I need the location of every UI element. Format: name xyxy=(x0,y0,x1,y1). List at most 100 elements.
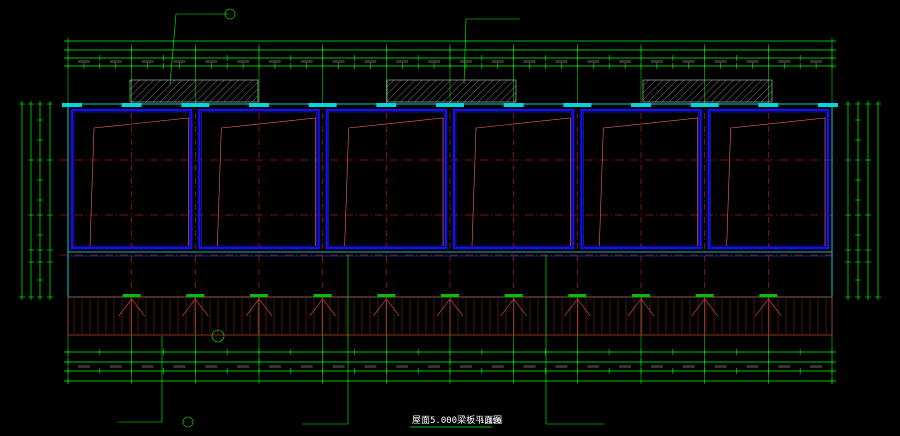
roof-slab-panels xyxy=(62,103,838,298)
hatched-zone xyxy=(642,79,773,103)
dim-label-mark xyxy=(237,365,250,368)
hatched-zone xyxy=(129,79,259,103)
dim-label-mark xyxy=(396,60,409,63)
dim-label-mark xyxy=(523,365,536,368)
dim-label-mark xyxy=(619,60,632,63)
truss-tag xyxy=(313,294,332,297)
truss-tag xyxy=(186,294,205,297)
beam-tag xyxy=(571,103,592,107)
truss-strut xyxy=(131,298,145,317)
slab-outline xyxy=(217,117,316,247)
dim-label-mark xyxy=(428,60,441,63)
dim-label-mark xyxy=(364,365,377,368)
slab-panel-wall xyxy=(707,108,830,250)
dim-label-mark xyxy=(619,365,632,368)
dim-label-mark xyxy=(587,365,600,368)
dim-label-mark xyxy=(523,60,536,63)
truss-strut xyxy=(309,298,323,317)
slab-panel-wall xyxy=(198,108,320,250)
truss-strut xyxy=(768,298,782,317)
slab-outline xyxy=(599,117,698,247)
beam-tag xyxy=(503,103,524,107)
dim-label-mark xyxy=(109,60,122,63)
leader-top-center xyxy=(463,18,467,85)
drawing-title: 屋面5.000梁板平面图 xyxy=(412,414,502,426)
dim-label-mark xyxy=(491,60,504,63)
truss-strut xyxy=(704,298,718,317)
dim-label-mark xyxy=(205,60,218,63)
leader-lines xyxy=(118,8,604,428)
dim-label-mark xyxy=(714,60,727,63)
slab-outline xyxy=(726,117,826,247)
dim-label-mark xyxy=(746,365,759,368)
leader-circle xyxy=(224,8,236,20)
dim-label-mark xyxy=(682,365,695,368)
truss-strut xyxy=(755,298,769,317)
dim-label-mark xyxy=(237,60,250,63)
dim-label-mark xyxy=(810,60,823,63)
truss-strut xyxy=(577,298,591,317)
truss-strut xyxy=(436,298,451,317)
beam-tag xyxy=(376,103,397,107)
truss-strut xyxy=(640,298,655,317)
beam-tag xyxy=(249,103,269,107)
beam-tag xyxy=(316,103,337,107)
dim-label-mark xyxy=(173,365,186,368)
leader-circle xyxy=(211,329,225,343)
dim-label-mark xyxy=(77,365,90,368)
drawing-scale: 1:150 xyxy=(480,417,501,425)
truss-tag xyxy=(377,294,396,297)
beam-tag xyxy=(758,103,779,107)
truss-tag xyxy=(695,294,714,297)
slab-panel-inner xyxy=(583,111,699,247)
slab-panel-inner xyxy=(328,111,445,247)
truss-tag xyxy=(122,294,141,297)
dim-label-mark xyxy=(268,365,281,368)
truss-strut xyxy=(182,298,196,317)
slab-panel-inner xyxy=(455,111,572,247)
slab-panel-inner xyxy=(201,111,317,247)
dim-label-mark xyxy=(268,60,281,63)
truss-strut xyxy=(322,298,336,317)
dim-label-mark xyxy=(491,365,504,368)
truss-strut xyxy=(500,298,514,317)
dim-label-mark xyxy=(778,60,791,63)
slab-panel-wall xyxy=(70,108,193,250)
hatched-zones xyxy=(129,79,773,103)
dim-label-mark xyxy=(173,60,186,63)
truss-tag xyxy=(568,294,587,297)
dim-label-mark xyxy=(587,60,600,63)
truss-strut xyxy=(513,298,527,317)
dim-label-mark xyxy=(682,60,695,63)
dim-label-mark xyxy=(141,365,154,368)
dim-label-mark xyxy=(332,365,345,368)
truss-strut xyxy=(386,298,400,317)
dim-label-mark xyxy=(778,365,791,368)
beam-tag xyxy=(444,103,464,107)
truss-strut xyxy=(195,298,209,317)
dim-label-mark xyxy=(332,60,345,63)
beam-tag xyxy=(631,103,651,107)
truss-tag xyxy=(250,294,268,297)
dim-label-mark xyxy=(77,60,90,63)
dim-label-mark xyxy=(810,365,823,368)
truss-tag xyxy=(759,294,778,297)
dim-label-mark xyxy=(205,365,218,368)
truss-strut xyxy=(449,298,464,317)
canopy-truss xyxy=(67,294,833,336)
truss-strut xyxy=(627,298,642,317)
truss-tag xyxy=(441,294,459,297)
dim-label-mark xyxy=(300,365,313,368)
slab-panel-wall xyxy=(325,108,448,250)
slab-panel-inner xyxy=(710,111,827,247)
dim-label-mark xyxy=(428,365,441,368)
dim-label-mark xyxy=(396,365,409,368)
slab-panel-inner xyxy=(73,111,190,247)
beam-tag xyxy=(818,103,838,107)
slab-panel-wall xyxy=(452,108,575,250)
beam-tag xyxy=(62,103,82,107)
dim-label-mark xyxy=(300,60,313,63)
leader-top-left xyxy=(169,13,177,85)
dim-label-mark xyxy=(714,365,727,368)
